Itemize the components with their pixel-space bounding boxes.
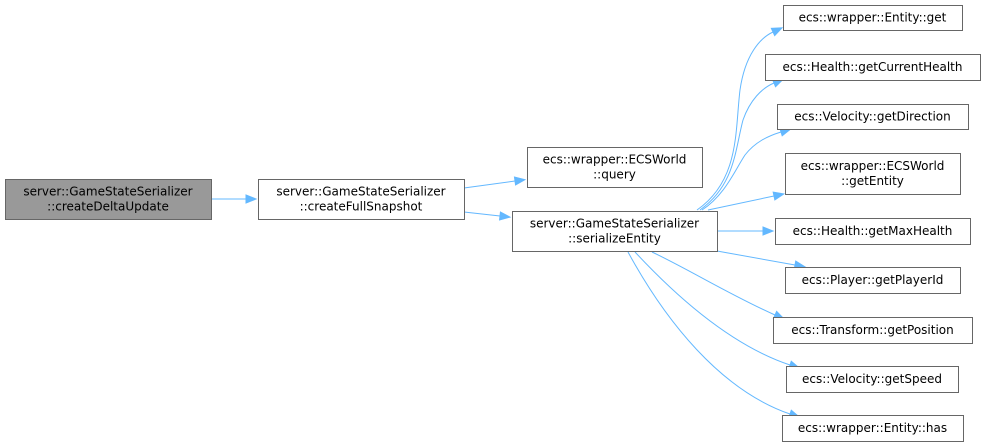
node-box (527, 147, 703, 188)
node-label: server::GameStateSerializer (23, 185, 192, 199)
edge-createFullSnapshot-to-serializeEntity-arrowhead (498, 211, 512, 221)
node-label: ecs::Velocity::getDirection (794, 110, 951, 124)
edge-serializeEntity-to-getCurrentHealth (699, 82, 775, 211)
node-label: ::createFullSnapshot (300, 200, 423, 214)
edge-serializeEntity-to-getEntity-arrowhead (772, 191, 786, 201)
node-getDirection[interactable]: ecs::Velocity::getDirection (777, 104, 969, 130)
node-box (783, 5, 963, 31)
edge-serializeEntity-to-get-arrowhead (770, 27, 784, 37)
edge-createFullSnapshot-to-query-arrowhead (513, 176, 527, 186)
node-box (786, 366, 959, 393)
edge-serializeEntity-to-getDirection (701, 131, 782, 211)
node-box (5, 179, 212, 220)
edge-serializeEntity-to-getPosition (651, 251, 776, 316)
node-get[interactable]: ecs::wrapper::Entity::get (783, 5, 963, 31)
node-label: ecs::Player::getPlayerId (802, 273, 944, 287)
node-label: ecs::wrapper::ECSWorld (543, 153, 687, 167)
node-box (777, 104, 969, 130)
edge-createDeltaUpdate-to-createFullSnapshot-arrowhead (245, 194, 258, 204)
node-box (785, 153, 961, 195)
node-box (782, 415, 964, 442)
node-label: ::serializeEntity (568, 232, 661, 246)
node-getPosition[interactable]: ecs::Transform::getPosition (773, 317, 973, 344)
node-box (258, 179, 465, 220)
node-getEntity[interactable]: ecs::wrapper::ECSWorld::getEntity (785, 153, 961, 195)
node-getSpeed[interactable]: ecs::Velocity::getSpeed (786, 366, 959, 393)
node-label: ecs::Transform::getPosition (791, 323, 954, 337)
edge-serializeEntity-to-has (627, 251, 791, 415)
node-label: ecs::wrapper::Entity::get (799, 11, 947, 25)
node-label: ecs::wrapper::ECSWorld (801, 159, 945, 173)
node-getPlayerId[interactable]: ecs::Player::getPlayerId (785, 267, 961, 294)
edge-createFullSnapshot-to-serializeEntity (463, 211, 501, 217)
node-query[interactable]: ecs::wrapper::ECSWorld::query (527, 147, 703, 188)
node-label: server::GameStateSerializer (276, 185, 445, 199)
edge-serializeEntity-to-getMaxHealth-arrowhead (762, 226, 775, 236)
node-createDeltaUpdate: server::GameStateSerializer::createDelta… (5, 179, 212, 220)
edge-serializeEntity-to-get (696, 31, 774, 211)
node-label: ecs::Velocity::getSpeed (802, 372, 942, 386)
node-label: server::GameStateSerializer (530, 217, 699, 231)
edge-serializeEntity-to-getEntity (707, 195, 775, 211)
node-serializeEntity[interactable]: server::GameStateSerializer::serializeEn… (512, 211, 718, 252)
edge-serializeEntity-to-getSpeed (634, 251, 791, 366)
node-label: ecs::Health::getCurrentHealth (783, 60, 963, 74)
node-box (785, 267, 961, 294)
node-getMaxHealth[interactable]: ecs::Health::getMaxHealth (775, 218, 971, 245)
node-label: ecs::Health::getMaxHealth (793, 224, 953, 238)
node-getCurrentHealth[interactable]: ecs::Health::getCurrentHealth (765, 54, 981, 81)
node-box (773, 317, 973, 344)
node-label: ::createDeltaUpdate (47, 200, 169, 214)
node-label: ::query (593, 168, 636, 182)
node-has[interactable]: ecs::wrapper::Entity::has (782, 415, 964, 442)
node-label: ecs::wrapper::Entity::has (798, 421, 947, 435)
node-box (775, 218, 971, 245)
node-box (765, 54, 981, 81)
node-label: ::getEntity (841, 174, 904, 188)
edge-serializeEntity-to-getPlayerId (716, 250, 796, 266)
node-createFullSnapshot[interactable]: server::GameStateSerializer::createFullS… (258, 179, 465, 220)
edge-createFullSnapshot-to-query (463, 180, 516, 189)
node-box (512, 211, 718, 252)
